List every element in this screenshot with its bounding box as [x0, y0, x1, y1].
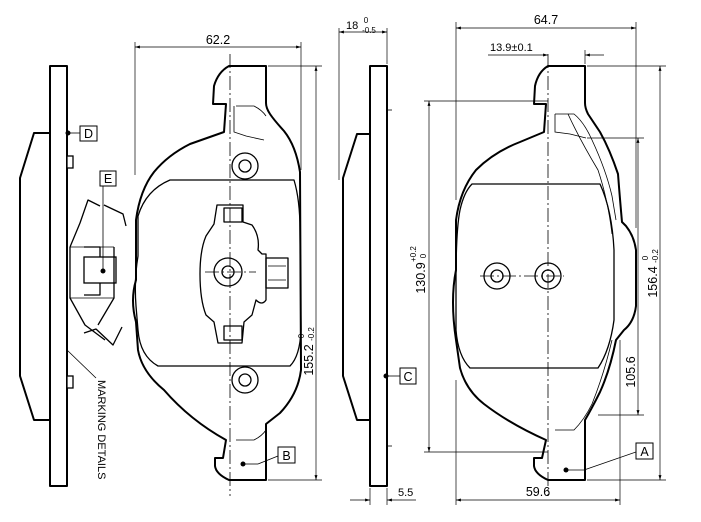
dim-right-width: 64.7: [534, 13, 558, 27]
dim-right-outer-height-sub: -0.2: [651, 249, 660, 263]
middle-friction-profile: [342, 133, 370, 421]
dim-left-height-sub: -0.2: [307, 327, 316, 341]
label-d: D: [84, 127, 93, 141]
label-c: C: [403, 370, 412, 384]
dim-right-mid-height: 105.6: [624, 356, 638, 387]
profile-tab-top: [66, 155, 74, 169]
backplate-profile: [49, 65, 68, 487]
dim-right-inner-height-sup: +0.2: [409, 246, 418, 262]
dim-right-bottom-width: 59.6: [526, 485, 550, 499]
dim-right-inner-height-sub: 0: [419, 253, 428, 258]
dim-side-thickness-sub: -0.5: [362, 26, 376, 35]
dim-side-bottom: 5.5: [398, 487, 413, 499]
profile-tab-bottom: [66, 375, 74, 389]
dim-right-outer-height-sup: 0: [641, 255, 650, 260]
left-pin-hole-top: [231, 152, 259, 180]
label-e-box: [99, 170, 117, 187]
left-pin-hole-bottom: [231, 366, 259, 394]
dim-left-height: 155.2: [302, 344, 316, 375]
label-b: B: [282, 449, 290, 463]
dim-side-thickness-sup: 0: [364, 16, 369, 25]
dim-side-thickness: 18: [346, 20, 358, 32]
middle-backplate-profile: [369, 65, 388, 487]
dim-right-offset: 13.9±0.1: [490, 42, 533, 54]
marking-details-label: MARKING DETAILS: [95, 380, 107, 479]
label-c-box: [399, 367, 417, 385]
label-d-box: [79, 125, 98, 142]
dim-right-outer-height: 156.4: [646, 266, 660, 297]
label-e: E: [104, 172, 112, 186]
left-front-view: 62.2 155.2 0 -0.2 B: [132, 33, 322, 496]
label-a-box: [635, 442, 654, 460]
right-backplate-outline: [452, 65, 637, 481]
dim-left-height-sup: 0: [297, 333, 306, 338]
label-b-box: [277, 446, 296, 464]
middle-side-view: 18 0 -0.5 5.5 C: [338, 16, 417, 505]
left-friction-outline: [134, 179, 302, 367]
left-backplate-outline: [132, 65, 302, 481]
label-a: A: [640, 445, 649, 459]
friction-material-profile: [19, 132, 50, 421]
wear-clip: [69, 199, 127, 346]
left-clip-body: [199, 204, 289, 344]
right-front-view: 64.7 13.9±0.1 130.9 +0.2 0 156.4 0 -0.2 …: [409, 13, 666, 505]
left-side-profile-view: D E MARKING DETAILS: [19, 65, 127, 487]
dim-right-inner-height: 130.9: [414, 262, 428, 293]
right-friction-outline: [455, 183, 615, 369]
dim-left-width: 62.2: [206, 33, 230, 47]
